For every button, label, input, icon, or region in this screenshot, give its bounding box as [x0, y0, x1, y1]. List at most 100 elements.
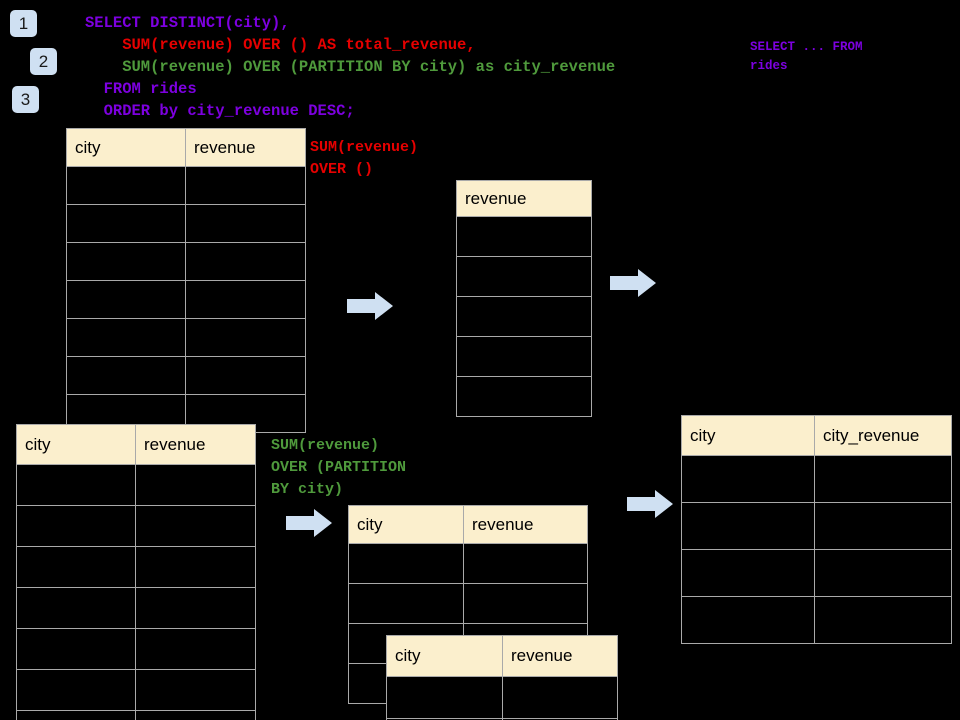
table-row — [66, 280, 306, 319]
table-row — [66, 204, 306, 243]
table-row — [16, 505, 256, 547]
sql-line-3: SUM(revenue) OVER (PARTITION BY city) as… — [85, 58, 616, 76]
table-cell — [16, 505, 136, 547]
arrow-partition-to-result — [627, 489, 673, 519]
table-cell — [16, 587, 136, 629]
table-cell — [348, 583, 464, 624]
side-caption-line-1: SELECT ... FROM — [750, 40, 863, 54]
table-row — [16, 710, 256, 720]
table-cell — [16, 546, 136, 588]
table-cell — [66, 242, 186, 281]
column-header-revenue: revenue — [185, 128, 306, 167]
table-row — [681, 596, 952, 644]
sql-query-block: SELECT DISTINCT(city), SUM(revenue) OVER… — [85, 12, 615, 122]
table-row — [66, 166, 306, 205]
step-badge-2: 2 — [30, 48, 57, 75]
table-cell — [348, 543, 464, 584]
sum-over-partition-annotation-line-3: BY city) — [271, 481, 344, 498]
table-cell — [135, 710, 256, 720]
sum-over-partition-annotation-line-2: OVER (PARTITION — [271, 459, 407, 476]
table-cell — [185, 166, 306, 205]
table-cell — [66, 356, 186, 395]
step-badge-3: 3 — [12, 86, 39, 113]
table-row — [386, 718, 618, 720]
table-cell — [185, 242, 306, 281]
table-cell — [185, 356, 306, 395]
column-header-revenue: revenue — [502, 635, 618, 677]
table-row — [16, 628, 256, 670]
column-header-city: city — [16, 424, 136, 465]
table-cell — [66, 166, 186, 205]
table-cell — [386, 676, 503, 719]
table-row — [456, 256, 592, 297]
table-row — [66, 318, 306, 357]
sql-line-5: ORDER by city_revenue DESC; — [85, 102, 355, 120]
sql-line-4: FROM rides — [85, 80, 197, 98]
side-caption-line-2: rides — [750, 59, 788, 73]
step-badge-1: 1 — [10, 10, 37, 37]
table-cell — [814, 596, 952, 644]
sum-over-empty-annotation: SUM(revenue) OVER () — [310, 137, 418, 181]
table-cell — [456, 336, 592, 377]
table-cell — [681, 502, 815, 550]
select-from-rides-caption: SELECT ... FROM rides — [750, 38, 863, 76]
table-cell — [135, 628, 256, 670]
table-row — [456, 376, 592, 417]
table-cell — [135, 546, 256, 588]
arrow-source-to-total — [347, 291, 393, 321]
table-cell — [66, 318, 186, 357]
sum-over-empty-annotation-line-1: SUM(revenue) — [310, 139, 419, 156]
table-row — [348, 543, 588, 584]
table-cell — [16, 464, 136, 506]
column-header-revenue: revenue — [463, 505, 588, 544]
table-cell — [502, 676, 618, 719]
table-cell — [456, 376, 592, 417]
table-cell — [185, 318, 306, 357]
table-cell — [814, 502, 952, 550]
table-cell — [456, 296, 592, 337]
table-cell — [456, 256, 592, 297]
table-cell — [681, 596, 815, 644]
table-row — [456, 296, 592, 337]
table-cell — [135, 505, 256, 547]
table-row — [456, 336, 592, 377]
table-cell — [463, 583, 588, 624]
sql-line-1: SELECT DISTINCT(city), — [85, 14, 290, 32]
column-header-city: city — [681, 415, 815, 456]
table-row — [66, 356, 306, 395]
table-row — [348, 583, 588, 624]
table-cell — [185, 204, 306, 243]
column-header-city: city — [386, 635, 503, 677]
table-row — [681, 455, 952, 503]
column-header-city: city — [66, 128, 186, 167]
table-cell — [66, 280, 186, 319]
table-cell — [185, 280, 306, 319]
sum-over-empty-annotation-line-2: OVER () — [310, 161, 374, 178]
table-row — [16, 587, 256, 629]
table-row — [16, 546, 256, 588]
table-cell — [463, 543, 588, 584]
column-header-revenue: revenue — [456, 180, 592, 217]
column-header-city: city — [348, 505, 464, 544]
column-header-revenue: revenue — [135, 424, 256, 465]
sql-line-2: SUM(revenue) OVER () AS total_revenue, — [85, 36, 476, 54]
table-row — [66, 242, 306, 281]
table-header-row: revenue — [456, 180, 592, 217]
table-cell — [135, 464, 256, 506]
table-cell — [456, 216, 592, 257]
table-row — [16, 464, 256, 506]
table-row — [456, 216, 592, 257]
table-cell — [135, 669, 256, 711]
table-row — [386, 676, 618, 719]
table-cell — [16, 669, 136, 711]
table-cell — [135, 587, 256, 629]
